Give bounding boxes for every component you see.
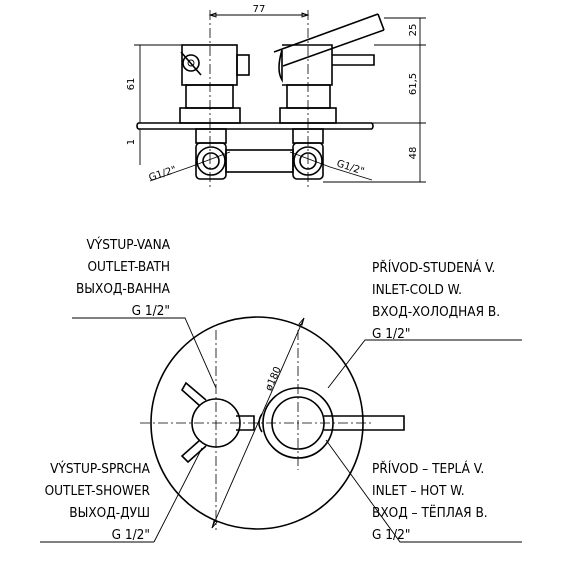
label-outlet-shower: VÝSTUP-SPRCHA OUTLET-SHOWER ВЫХОД-ДУШ G … [45,460,151,543]
pipe-fittings [195,128,324,180]
svg-text:INLET – HOT W.: INLET – HOT W. [372,483,465,499]
svg-text:VÝSTUP-SPRCHA: VÝSTUP-SPRCHA [50,460,151,477]
leader-inlet-hot [325,439,522,543]
label-inlet-cold: PŘÍVOD-STUDENÁ V. INLET-COLD W. ВХОД-ХОЛ… [372,259,500,342]
leader-outlet-bath [72,317,217,389]
cross-handle [180,381,255,464]
right-valve [273,13,385,124]
side-view: 77 61 1 25 61,5 48 G1/2" G1/2" [126,4,426,190]
thread-right: G1/2" [335,158,365,177]
svg-text:INLET-COLD W.: INLET-COLD W. [372,282,462,298]
svg-text:VÝSTUP-VANA: VÝSTUP-VANA [87,236,171,253]
dim-1: 1 [126,139,137,145]
thread-left: G1/2" [148,165,178,184]
svg-text:ВХОД – ТЁПЛАЯ В.: ВХОД – ТЁПЛАЯ В. [372,503,488,521]
leader-outlet-shower [40,447,203,543]
label-inlet-hot: PŘÍVOD – TEPLÁ V. INLET – HOT W. ВХОД – … [372,460,488,543]
front-view: ø180 VÝSTUP-VANA OUTLET-BATH ВЫХОД-ВАННА… [40,236,522,543]
dim-diameter-180: ø180 [264,365,284,393]
label-outlet-bath: VÝSTUP-VANA OUTLET-BATH ВЫХОД-ВАННА G 1/… [76,236,171,319]
svg-text:OUTLET-BATH: OUTLET-BATH [87,259,170,275]
dim-77: 77 [253,4,266,15]
left-valve [179,44,250,124]
svg-text:ВХОД-ХОЛОДНАЯ В.: ВХОД-ХОЛОДНАЯ В. [372,304,500,320]
lever-raised [273,13,385,67]
svg-text:ВЫХОД-ВАННА: ВЫХОД-ВАННА [76,281,171,297]
svg-text:OUTLET-SHOWER: OUTLET-SHOWER [45,483,151,499]
svg-text:G 1/2": G 1/2" [112,527,150,543]
leader-inlet-cold [327,339,522,389]
svg-text:PŘÍVOD-STUDENÁ V.: PŘÍVOD-STUDENÁ V. [372,259,495,276]
lever-handle-front [258,387,405,459]
dim-61: 61 [126,78,137,91]
svg-text:G 1/2": G 1/2" [372,326,410,342]
svg-text:G 1/2": G 1/2" [372,527,410,543]
svg-text:G 1/2": G 1/2" [132,303,170,319]
dim-48: 48 [408,147,419,160]
svg-text:ВЫХОД-ДУШ: ВЫХОД-ДУШ [69,505,150,521]
svg-text:PŘÍVOD – TEPLÁ V.: PŘÍVOD – TEPLÁ V. [372,460,484,477]
dim-61-5: 61,5 [408,73,419,95]
knob-icon [182,54,200,72]
dim-25: 25 [408,24,419,37]
lever-handle [332,54,375,66]
